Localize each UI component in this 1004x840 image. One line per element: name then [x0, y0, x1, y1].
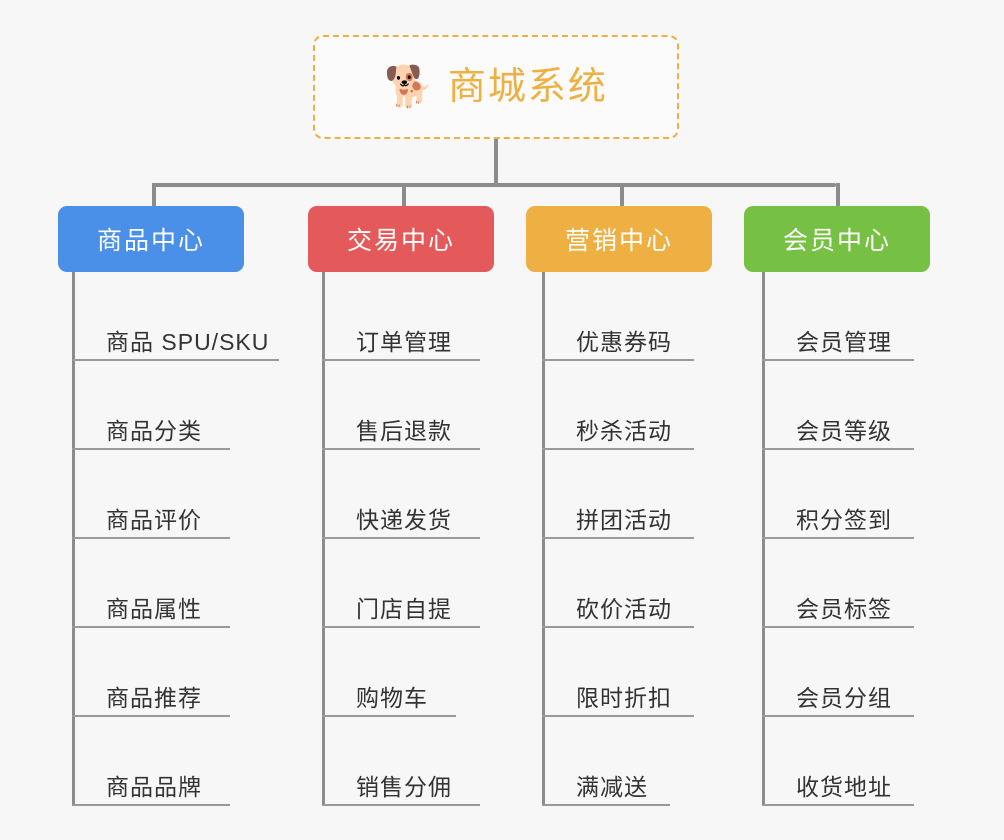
- leaf-node-underline: [542, 448, 694, 450]
- leaf-node[interactable]: 会员等级: [762, 361, 914, 450]
- branch-node-label: 会员中心: [782, 227, 891, 255]
- leaf-node[interactable]: 售后退款: [322, 361, 480, 450]
- connector-root-stem: [494, 139, 498, 185]
- branch-node-3[interactable]: 营销中心: [526, 206, 712, 272]
- leaf-node[interactable]: 门店自提: [322, 539, 480, 628]
- leaf-node[interactable]: 砍价活动: [542, 539, 694, 628]
- leaf-node[interactable]: 购物车: [322, 628, 456, 717]
- leaf-node[interactable]: 商品 SPU/SKU: [72, 272, 279, 361]
- leaf-node[interactable]: 收货地址: [762, 717, 914, 806]
- leaf-spine: [322, 272, 325, 806]
- leaf-node-underline: [762, 715, 914, 717]
- leaf-node-label: 商品 SPU/SKU: [106, 328, 270, 355]
- branch-node-1[interactable]: 商品中心: [58, 206, 244, 272]
- leaf-node-label: 商品评价: [106, 506, 202, 533]
- leaf-node-underline: [322, 537, 480, 539]
- leaf-node[interactable]: 拼团活动: [542, 450, 694, 539]
- leaf-node-label: 订单管理: [356, 328, 452, 355]
- leaf-column-4: 会员管理会员等级积分签到会员标签会员分组收货地址: [762, 272, 914, 806]
- leaf-node-underline: [762, 626, 914, 628]
- leaf-node[interactable]: 积分签到: [762, 450, 914, 539]
- leaf-node[interactable]: 会员管理: [762, 272, 914, 361]
- leaf-node-underline: [322, 626, 480, 628]
- connector-drop-3: [620, 183, 624, 206]
- leaf-node[interactable]: 商品推荐: [72, 628, 269, 717]
- leaf-node[interactable]: 商品评价: [72, 450, 269, 539]
- connector-drop-1: [152, 183, 156, 206]
- root-node-card[interactable]: 🐕 商城系统: [313, 35, 679, 139]
- leaf-spine: [72, 272, 75, 806]
- leaf-node[interactable]: 商品品牌: [72, 717, 269, 806]
- leaf-node-underline: [322, 448, 480, 450]
- leaf-node-label: 会员标签: [796, 595, 892, 622]
- leaf-spine: [762, 272, 765, 806]
- leaf-spine: [542, 272, 545, 806]
- leaf-node-label: 优惠券码: [576, 328, 672, 355]
- leaf-node-underline: [72, 359, 279, 361]
- leaf-node-label: 秒杀活动: [576, 417, 672, 444]
- leaf-node-label: 限时折扣: [576, 684, 672, 711]
- leaf-node-underline: [72, 448, 230, 450]
- leaf-node-label: 会员管理: [796, 328, 892, 355]
- leaf-node-label: 会员等级: [796, 417, 892, 444]
- leaf-node-underline: [762, 359, 914, 361]
- leaf-node-label: 商品分类: [106, 417, 202, 444]
- connector-drop-4: [836, 183, 840, 206]
- leaf-node-underline: [322, 804, 480, 806]
- leaf-node[interactable]: 订单管理: [322, 272, 480, 361]
- leaf-node-label: 收货地址: [796, 773, 892, 800]
- leaf-node-underline: [322, 715, 456, 717]
- leaf-column-2: 订单管理售后退款快递发货门店自提购物车销售分佣: [322, 272, 480, 806]
- leaf-node-underline: [542, 359, 694, 361]
- leaf-node-label: 门店自提: [356, 595, 452, 622]
- leaf-column-3: 优惠券码秒杀活动拼团活动砍价活动限时折扣满减送: [542, 272, 694, 806]
- leaf-node[interactable]: 商品属性: [72, 539, 269, 628]
- leaf-node-label: 销售分佣: [356, 773, 452, 800]
- leaf-node[interactable]: 限时折扣: [542, 628, 694, 717]
- leaf-node[interactable]: 会员标签: [762, 539, 914, 628]
- leaf-node-underline: [72, 626, 230, 628]
- leaf-node[interactable]: 满减送: [542, 717, 672, 806]
- leaf-node[interactable]: 秒杀活动: [542, 361, 694, 450]
- leaf-node-underline: [762, 537, 914, 539]
- leaf-node[interactable]: 快递发货: [322, 450, 480, 539]
- connector-drop-2: [402, 183, 406, 206]
- leaf-node-label: 售后退款: [356, 417, 452, 444]
- leaf-node-label: 商品品牌: [106, 773, 202, 800]
- leaf-node-underline: [542, 537, 694, 539]
- connector-horizontal-bus: [152, 183, 836, 187]
- leaf-node[interactable]: 优惠券码: [542, 272, 694, 361]
- leaf-node-underline: [542, 626, 694, 628]
- branch-node-label: 营销中心: [564, 227, 673, 255]
- leaf-node-underline: [72, 537, 230, 539]
- leaf-node-label: 商品推荐: [106, 684, 202, 711]
- leaf-node-label: 砍价活动: [576, 595, 672, 622]
- branch-node-label: 交易中心: [346, 227, 455, 255]
- leaf-node-label: 快递发货: [356, 506, 452, 533]
- root-node-title: 商城系统: [447, 66, 608, 108]
- leaf-node-underline: [762, 448, 914, 450]
- leaf-node[interactable]: 商品分类: [72, 361, 269, 450]
- leaf-node-label: 满减送: [576, 773, 648, 800]
- branch-node-4[interactable]: 会员中心: [744, 206, 930, 272]
- leaf-node-underline: [72, 804, 230, 806]
- leaf-node-label: 拼团活动: [576, 506, 672, 533]
- leaf-column-1: 商品 SPU/SKU 商品分类商品评价商品属性商品推荐商品品牌: [72, 272, 279, 806]
- leaf-node-underline: [762, 804, 914, 806]
- leaf-node-label: 会员分组: [796, 684, 892, 711]
- leaf-node[interactable]: 销售分佣: [322, 717, 480, 806]
- branch-node-label: 商品中心: [96, 227, 205, 255]
- shiba-dog-face-icon: 🐕: [384, 65, 434, 109]
- leaf-node-label: 商品属性: [106, 595, 202, 622]
- leaf-node-underline: [542, 715, 694, 717]
- leaf-node[interactable]: 会员分组: [762, 628, 914, 717]
- leaf-node-underline: [542, 804, 670, 806]
- leaf-node-label: 购物车: [356, 684, 428, 711]
- leaf-node-label: 积分签到: [796, 506, 892, 533]
- leaf-node-underline: [322, 359, 480, 361]
- branch-node-2[interactable]: 交易中心: [308, 206, 494, 272]
- leaf-node-underline: [72, 715, 230, 717]
